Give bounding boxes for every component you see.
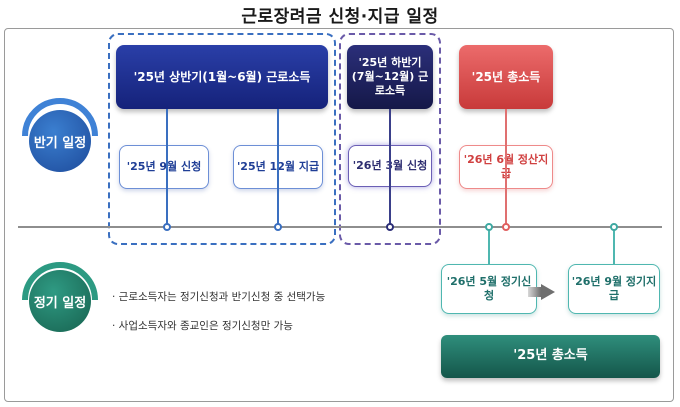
connector [277,109,279,225]
half-year-arc-icon [22,98,98,137]
timeline-axis [18,226,662,228]
h1-apply-box: '25년 9월 신청 [119,145,209,189]
arrow-stem [528,287,541,297]
arrow-right-icon [541,284,555,300]
h2-income-box: '25년 하반기 (7월~12월) 근로소득 [347,45,433,109]
timeline-dot [386,223,394,231]
regular-total-income-box: '25년 총소득 [441,335,660,378]
connector [166,109,168,225]
regular-arc-icon [22,262,98,301]
note-item: · 사업소득자와 종교인은 정기신청만 가능 [112,320,293,332]
timeline-dot [163,223,171,231]
h1-income-box: '25년 상반기(1월~6월) 근로소득 [116,45,328,109]
timeline-dot [485,223,493,231]
connector [505,109,507,225]
timeline-dot [502,223,510,231]
total-income-box: '25년 총소득 [459,45,553,109]
note-item: · 근로소득자는 정기신청과 반기신청 중 선택가능 [112,291,326,303]
regular-apply-box: '26년 5월 정기신청 [441,264,537,314]
diagram-frame [4,28,674,402]
h2-income-line1: '25년 하반기 [358,56,422,70]
h2-income-line2: (7월~12월) 근로소득 [351,70,429,97]
connector [389,109,391,225]
regular-total-income-label: '25년 총소득 [513,348,588,364]
h1-group-frame [108,33,336,245]
h1-apply-label: '25년 9월 신청 [126,160,202,174]
h1-income-label: '25년 상반기(1월~6월) 근로소득 [133,69,311,84]
notes-list: · 근로소득자는 정기신청과 반기신청 중 선택가능 · 사업소득자와 종교인은… [112,289,325,347]
timeline-dot [274,223,282,231]
h2-group-frame [339,33,441,245]
connector [613,228,615,264]
connector [488,228,490,264]
half-year-circle: 반기 일정 [29,110,91,172]
regular-pay-box: '26년 9월 정기지급 [568,264,660,314]
regular-circle: 정기 일정 [29,270,91,332]
half-year-label: 반기 일정 [33,135,87,151]
regular-label: 정기 일정 [33,295,87,311]
timeline-dot [610,223,618,231]
page-title: 근로장려금 신청·지급 일정 [241,7,439,27]
regular-apply-label: '26년 5월 정기신청 [446,275,532,302]
total-income-label: '25년 총소득 [471,69,541,84]
regular-pay-label: '26년 9월 정기지급 [571,275,657,302]
